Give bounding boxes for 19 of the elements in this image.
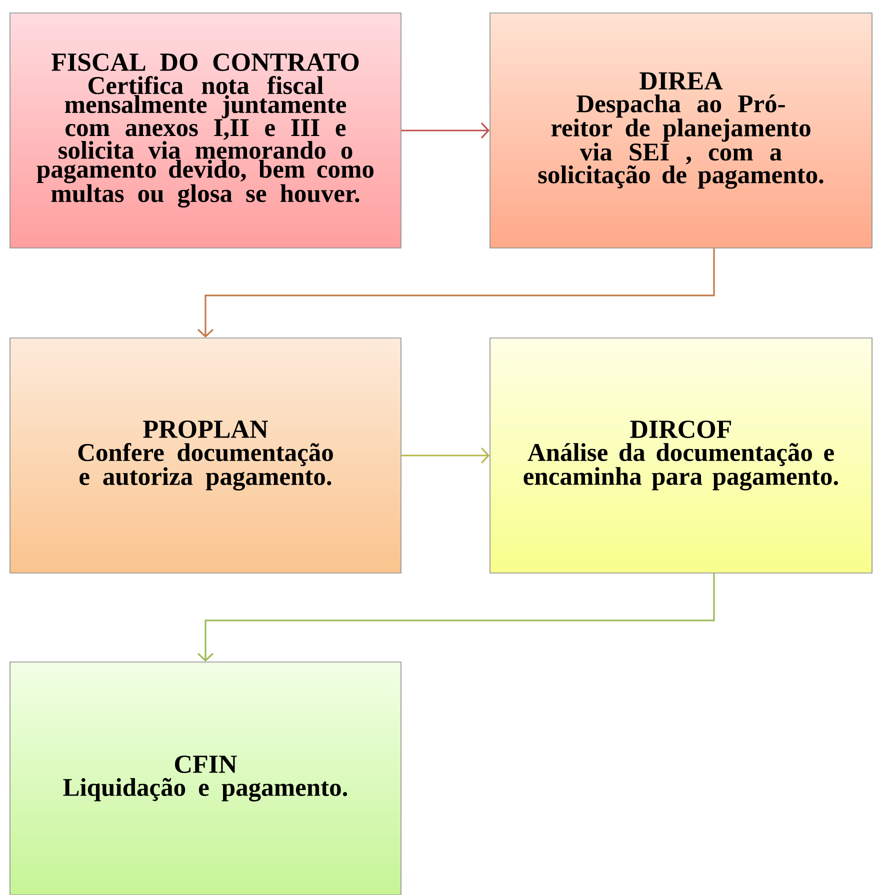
box-text: Liquidação e pagamento. (63, 778, 348, 802)
box-title: DIREA (640, 72, 723, 90)
arrow (401, 122, 490, 139)
arrow (197, 573, 715, 662)
box-title: FISCAL DO CONTRATO (52, 54, 359, 71)
arrow (197, 248, 715, 338)
process-box (10, 662, 402, 895)
box-text: Confere documentação e autoriza pagamento. (78, 442, 333, 490)
process-box (10, 12, 402, 248)
box-text: Certifica nota fiscal mensalmente juntamente com anexos I,II e III e solicita via memorando o pagamento devido, bem como multas ou glosa se houver. (36, 76, 374, 208)
box-title: DIRCOF (630, 420, 731, 438)
arrow (401, 447, 490, 464)
process-box (10, 338, 402, 574)
process-box (490, 338, 872, 574)
process-box (490, 12, 872, 248)
box-text: Despacha ao Pró-reitor de planejamento via SEI , com a solicitação de pagamento. (538, 94, 824, 189)
box-title: PROPLAN (143, 420, 268, 438)
box-text: Análise da documentação e encaminha para pagamento. (524, 443, 838, 490)
box-title: CFIN (175, 756, 237, 774)
